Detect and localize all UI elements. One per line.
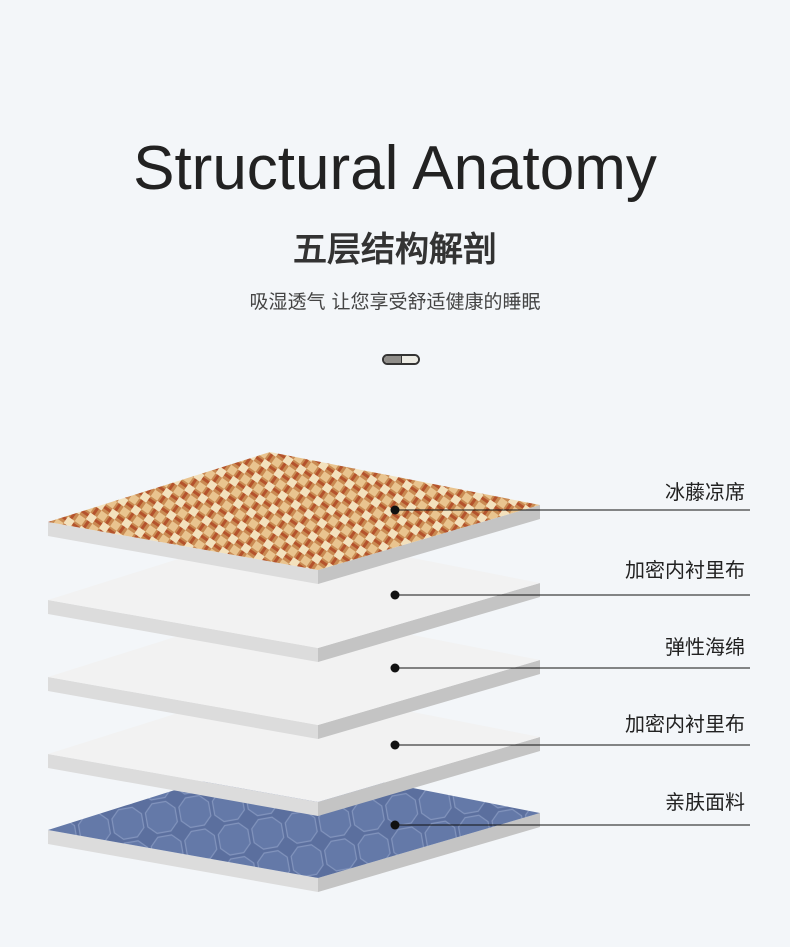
layer-surface [48,452,540,570]
layer-4 [48,684,750,816]
layer-label: 亲肤面料 [665,790,745,814]
layer-1 [48,452,750,584]
layer-side [48,522,318,584]
leader-dot [390,505,400,515]
leader-dot [390,663,400,673]
layer-side [318,660,540,739]
layer-label: 加密内衬里布 [625,558,745,582]
layer-side [48,677,318,739]
layer-surface [48,530,540,648]
layer-surface [48,684,540,802]
page-subtitle: 五层结构解剖 [293,230,497,270]
page-title: Structural Anatomy [133,134,657,203]
layer-label: 弹性海绵 [665,635,745,659]
divider-pill-icon [382,354,420,365]
layer-side [48,754,318,816]
layer-side [48,830,318,892]
tagline: 吸湿透气 让您享受舒适健康的睡眠 [249,291,541,313]
layer-side [318,737,540,816]
leader-dot [390,740,400,750]
layer-2 [48,530,750,662]
layer-5 [48,760,750,892]
layer-side [318,505,540,584]
layer-label: 加密内衬里布 [625,712,745,736]
layer-surface [48,760,540,878]
leader-dot [390,820,400,830]
leader-dot [390,590,400,600]
layer-side [48,600,318,662]
layer-label: 冰藤凉席 [665,480,745,504]
layer-3 [48,607,750,739]
layer-side [318,813,540,892]
layer-side [318,583,540,662]
layer-surface [48,607,540,725]
